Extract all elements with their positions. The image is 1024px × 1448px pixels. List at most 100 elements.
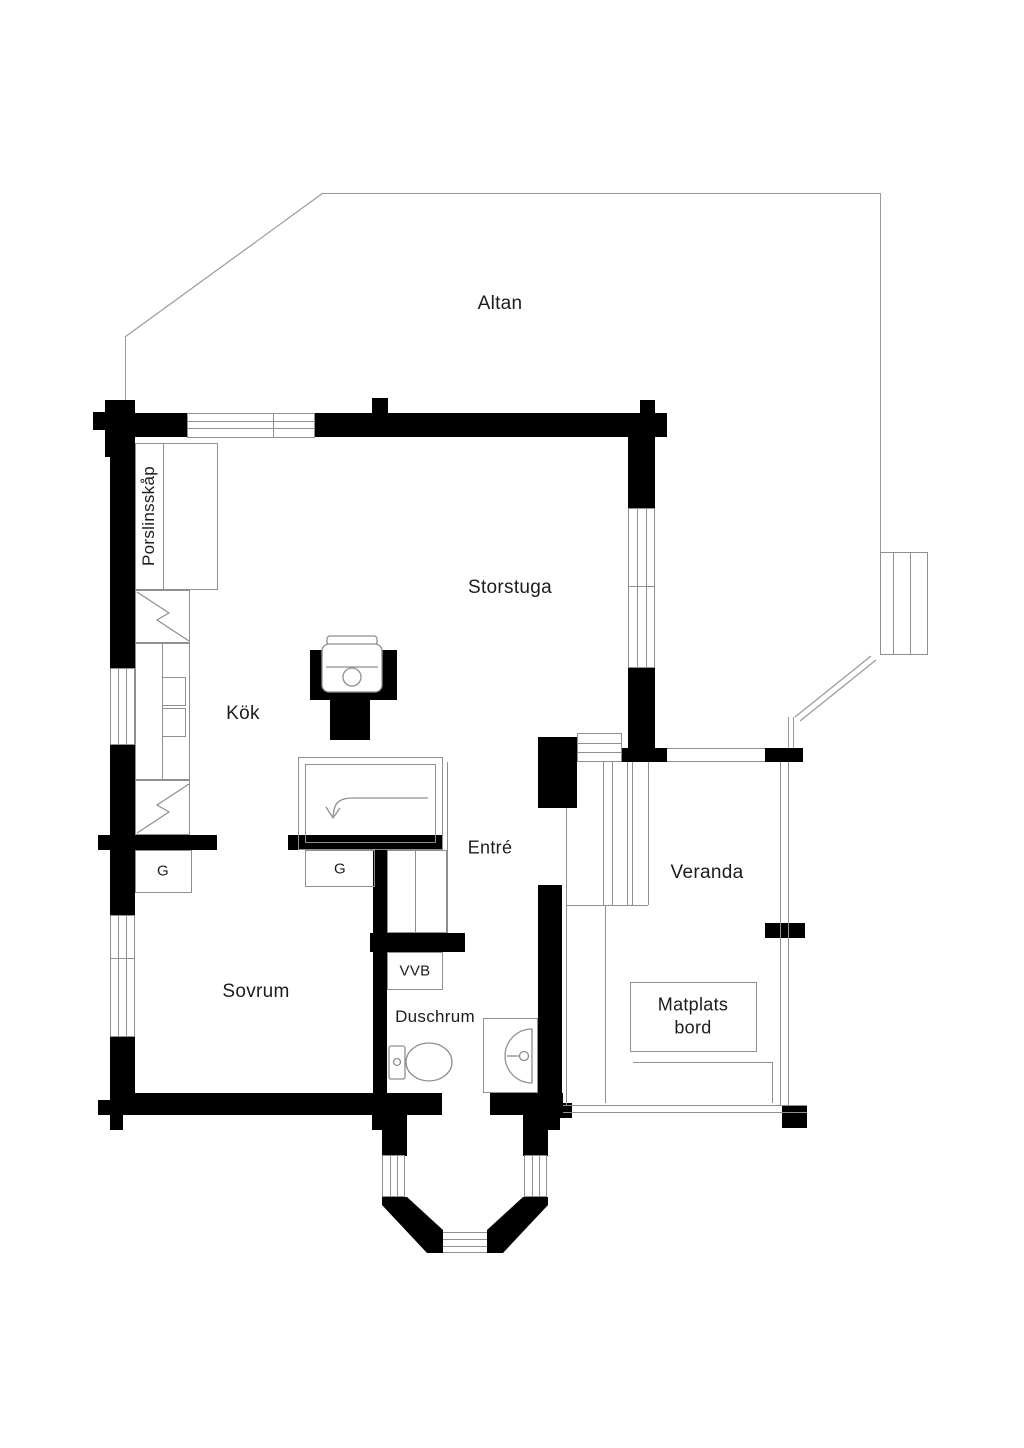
- wall-right-upper: [628, 437, 655, 508]
- window-mullion: [273, 414, 274, 437]
- label-matplats-bord: Matplats bord: [657, 994, 729, 1038]
- wall-vvb-top: [370, 933, 465, 952]
- veranda-steps-line: [612, 762, 613, 905]
- label-closet-g-left: G: [157, 862, 169, 880]
- wall-left-2: [110, 745, 135, 850]
- label-altan: Altan: [477, 293, 523, 314]
- sink-unit-duschrum: [483, 1018, 538, 1093]
- fence-diagonal: [794, 655, 877, 722]
- veranda-post-bl: [555, 1103, 572, 1118]
- window-storstuga-right: [628, 508, 655, 668]
- label-porslinsskap: Porslinsskåp: [139, 466, 158, 566]
- altan-outline-left: [125, 337, 126, 413]
- altan-stairs-tread: [893, 552, 894, 655]
- vvb-room: [387, 952, 443, 990]
- window-pane-line: [578, 752, 621, 753]
- window-pane-line: [539, 1156, 540, 1196]
- veranda-edge-bottom: [563, 1105, 807, 1106]
- closet-g-right: [305, 850, 375, 887]
- wall-left-1: [110, 437, 135, 668]
- bay-post-left: [382, 1130, 407, 1156]
- label-closet-g-right: G: [334, 860, 346, 878]
- wall-log-end-tl: [93, 412, 108, 430]
- wall-kitchen-bottom: [98, 835, 217, 850]
- wall-duschrum-right: [538, 885, 562, 1115]
- label-vvb: VVB: [399, 962, 431, 980]
- label-veranda: Veranda: [670, 862, 744, 883]
- wood-stove-icon: [321, 635, 383, 693]
- window-pane-line: [578, 743, 621, 744]
- stove: [135, 780, 190, 835]
- window-pane-line: [118, 916, 119, 1036]
- label-kok: Kök: [226, 703, 260, 724]
- window-pane-line: [646, 509, 647, 667]
- window-pane-line: [397, 1156, 398, 1196]
- veranda-rail-right: [788, 762, 789, 1105]
- window-storstuga-top: [187, 413, 315, 438]
- staircase-right-edge: [447, 762, 448, 933]
- veranda-edge-bottom: [563, 1112, 807, 1113]
- altan-stairs: [880, 552, 928, 655]
- fridge: [135, 590, 190, 643]
- staircase-outer: [298, 757, 443, 850]
- veranda-post-tr: [765, 748, 803, 762]
- wall-corner-block-right: [622, 748, 667, 762]
- window-pane-line: [188, 421, 314, 422]
- wall-log-end-top-mid: [372, 398, 388, 414]
- veranda-steps-line: [632, 762, 633, 905]
- window-bay-left: [382, 1155, 405, 1197]
- veranda-post-right: [765, 923, 805, 938]
- sink-basin-lower: [162, 708, 186, 737]
- wall-bottom-left: [110, 1093, 442, 1115]
- bay-post-right: [523, 1130, 548, 1156]
- window-mullion: [111, 958, 134, 959]
- veranda-steps-line: [627, 762, 628, 905]
- window-pane-line: [188, 428, 314, 429]
- fence-rail: [788, 717, 789, 750]
- wall-left-3: [110, 850, 135, 915]
- window-bay-right: [524, 1155, 547, 1197]
- window-pane-line: [532, 1156, 533, 1196]
- veranda-edge-left: [566, 808, 567, 1105]
- wall-duschrum-left: [373, 850, 387, 1115]
- staircase-inner: [305, 764, 436, 843]
- cabinet-depth-line: [163, 443, 164, 590]
- altan-outline-right: [880, 193, 881, 553]
- window-pane-line: [431, 1246, 499, 1247]
- wall-log-end-tr: [640, 400, 655, 414]
- wall-entre-post: [538, 737, 577, 808]
- toilet-icon: [388, 1042, 453, 1082]
- window-pane-line: [126, 669, 127, 744]
- stair-direction-arrow-icon: [325, 797, 428, 820]
- label-entre: Entré: [467, 837, 513, 858]
- altan-outline-diagonal: [124, 192, 324, 338]
- veranda-steps-bottom: [567, 905, 648, 906]
- wall-stub-bl: [110, 1115, 123, 1130]
- wall-top-right: [315, 413, 667, 437]
- label-storstuga: Storstuga: [467, 577, 553, 598]
- window-bay-bottom: [430, 1232, 500, 1253]
- veranda-rail-right: [780, 762, 781, 1105]
- veranda-steps-line: [603, 762, 604, 905]
- veranda-rail-top: [667, 748, 765, 749]
- table-matplats: [630, 982, 757, 1052]
- veranda-bench-line: [633, 1062, 772, 1063]
- closet-g-left: [135, 850, 192, 893]
- washbasin-icon: [504, 1028, 533, 1084]
- fence-rail: [793, 717, 794, 750]
- window-pane-line: [126, 916, 127, 1036]
- veranda-steps-line: [648, 762, 649, 905]
- bay-cap-right: [523, 1115, 560, 1130]
- label-sovrum: Sovrum: [222, 981, 290, 1002]
- veranda-bench-line: [605, 905, 606, 1103]
- veranda-bench-line: [772, 1062, 773, 1103]
- wall-log-end-bl: [98, 1100, 110, 1115]
- label-duschrum: Duschrum: [395, 1007, 475, 1026]
- window-pane-line: [390, 1156, 391, 1196]
- window-pane-line: [431, 1239, 499, 1240]
- window-kok: [110, 668, 135, 745]
- fridge-zigzag-icon: [136, 591, 190, 642]
- altan-outline-top: [323, 193, 880, 194]
